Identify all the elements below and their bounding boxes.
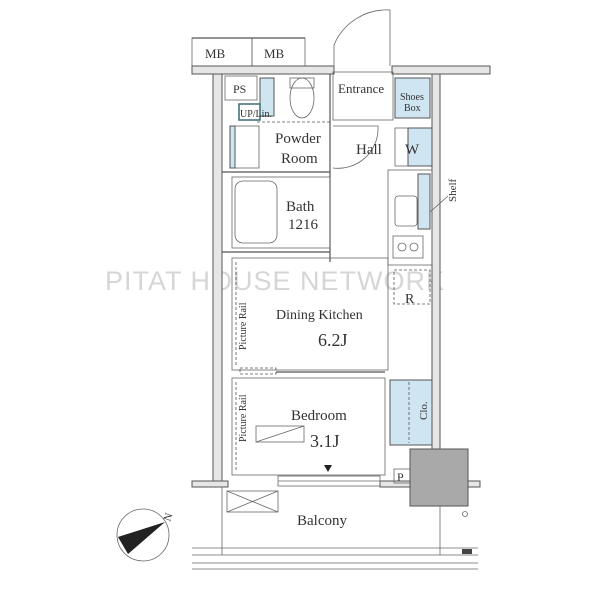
closet (389, 379, 433, 446)
shoes-box-label-1: Shoes (400, 92, 424, 103)
compass-icon: N (116, 508, 176, 562)
balcony-hatch (226, 490, 279, 513)
shoes-box-label-2: Box (404, 103, 421, 114)
kitchen-sink-icon (394, 195, 418, 227)
shelf (417, 173, 431, 230)
mb-label-2: MB (264, 46, 285, 61)
p-label: P (397, 470, 404, 484)
meter-box-area: MB MB (191, 37, 306, 67)
mb-label-1: MB (205, 46, 226, 61)
powder-room-label-1: Powder (275, 131, 321, 147)
fridge-label: R (405, 292, 415, 307)
entrance-area (332, 71, 394, 121)
bedroom-label: Bedroom (291, 408, 347, 424)
wash-basin-icon (232, 125, 260, 169)
bathroom (231, 176, 331, 249)
powder-room-door[interactable] (332, 125, 379, 169)
bath-label: Bath (286, 199, 315, 215)
balcony-label: Balcony (297, 513, 347, 529)
closet-label: Clo. (418, 401, 430, 420)
fridge-space (393, 269, 431, 305)
ps-box (224, 75, 258, 101)
ac-unit-icon (255, 425, 305, 443)
shelf-label: Shelf (447, 178, 459, 202)
picture-rail-label-br: Picture Rail (238, 394, 249, 442)
up-lin-box (238, 103, 261, 121)
linen-shelf (259, 77, 275, 117)
shoes-box (394, 77, 431, 119)
ps-label: PS (233, 82, 246, 96)
powder-room-label-2: Room (281, 151, 318, 167)
stove-icon (392, 235, 424, 259)
hall-label: Hall (356, 142, 382, 158)
entrance-door[interactable] (333, 9, 391, 66)
entrance-label: Entrance (338, 81, 384, 96)
up-lin-label: UP/Lin. (240, 109, 272, 120)
dining-kitchen (231, 257, 389, 371)
north-label: N (162, 511, 176, 523)
bedroom-size: 3.1J (310, 431, 340, 451)
washer-label: W (405, 142, 420, 158)
entry-marker-icon (324, 465, 332, 472)
picture-rail-label-dk: Picture Rail (238, 302, 249, 350)
dining-kitchen-label: Dining Kitchen (276, 308, 363, 323)
outdoor-unit (409, 448, 469, 507)
bedroom (231, 377, 386, 476)
watermark: PITAT HOUSE NETWORK (105, 266, 445, 296)
kitchen-counter (387, 169, 433, 266)
bath-size: 1216 (288, 217, 319, 233)
toilet-icon (289, 77, 315, 119)
dining-kitchen-size: 6.2J (318, 330, 348, 350)
bathtub-icon (234, 180, 278, 244)
